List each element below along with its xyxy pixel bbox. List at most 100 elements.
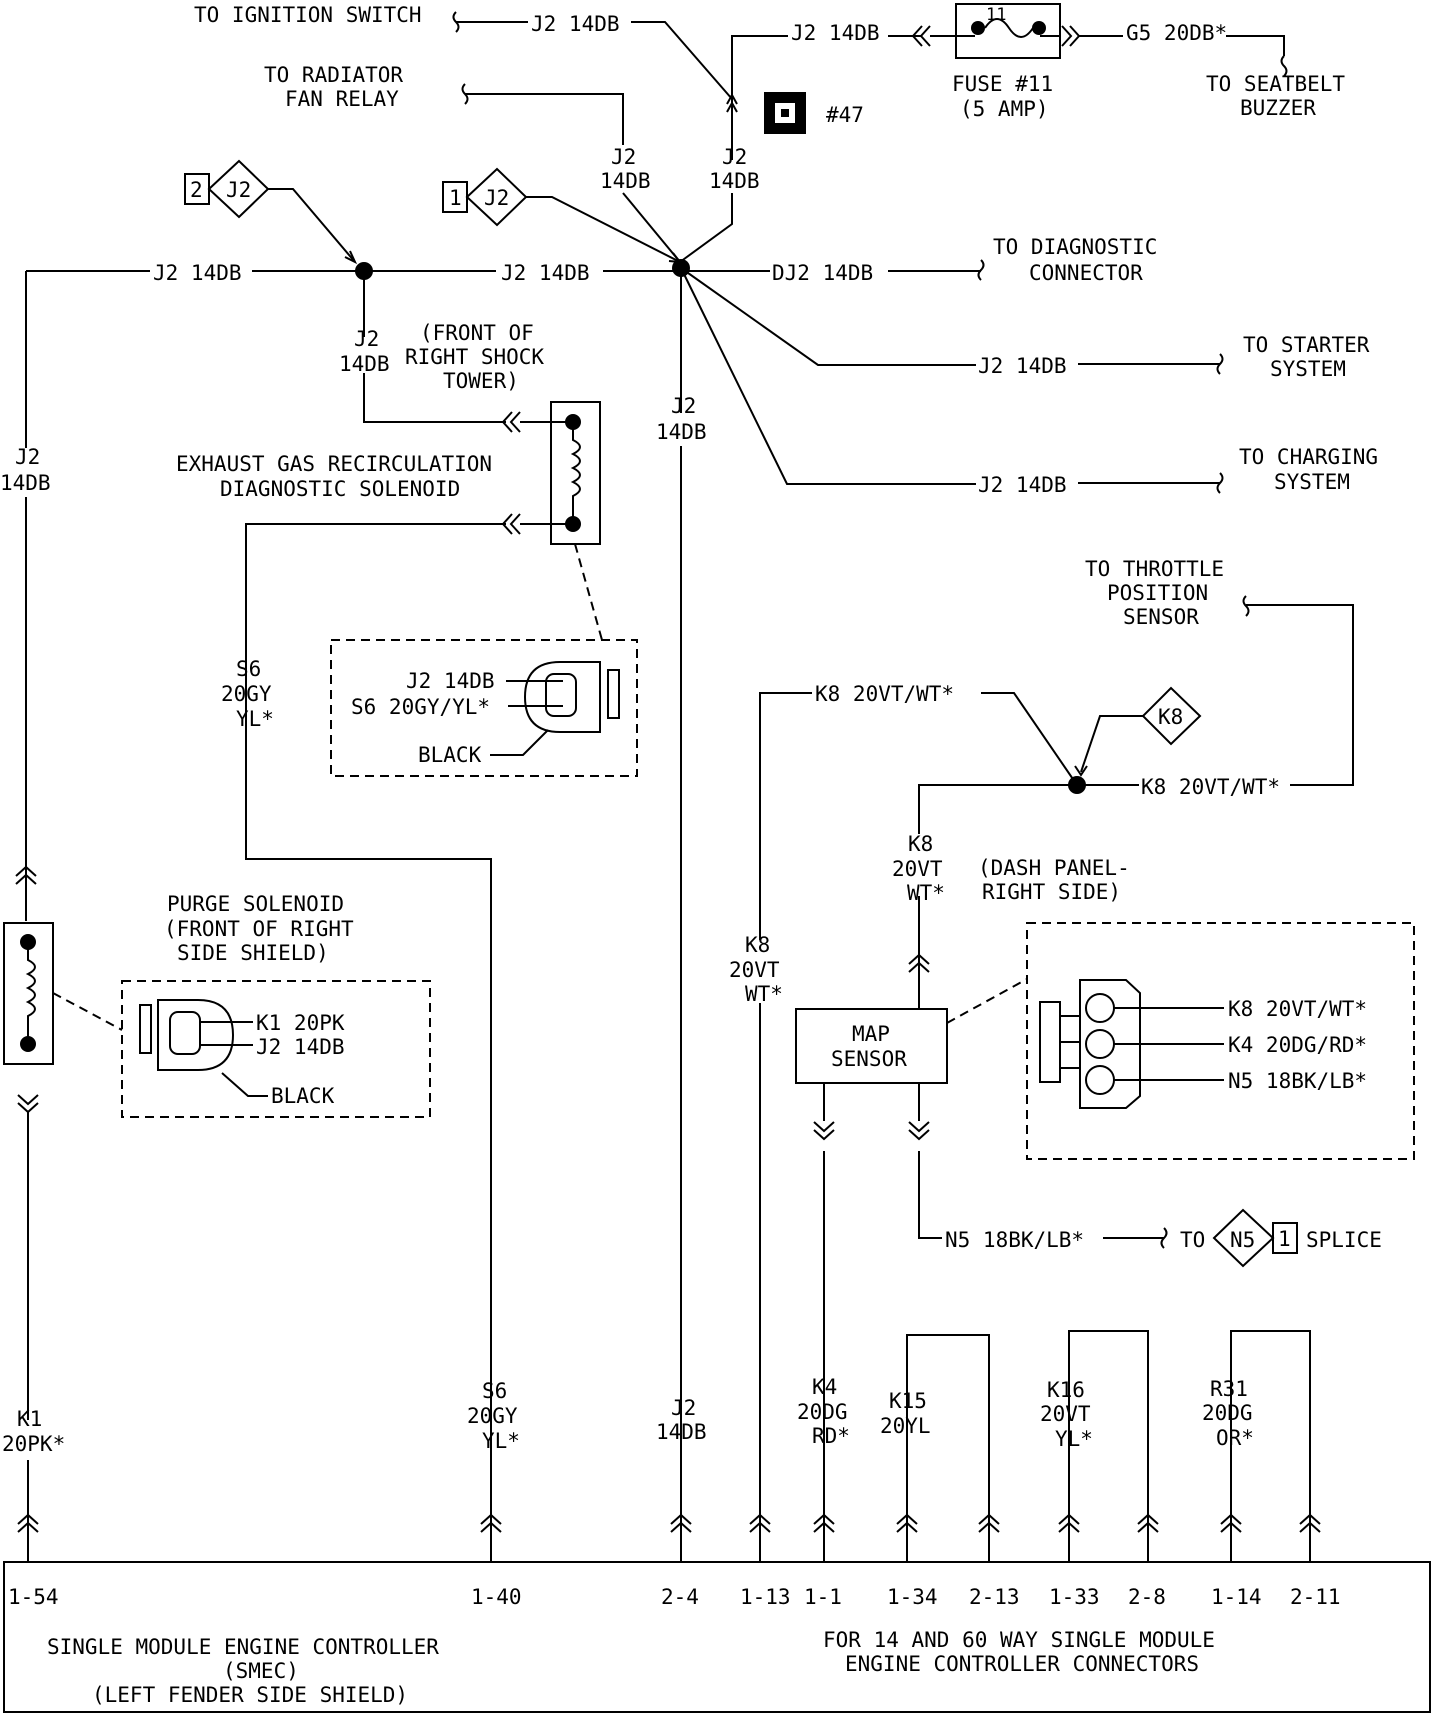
splice-k8-leader	[1080, 715, 1143, 773]
smec-note-1: FOR 14 AND 60 WAY SINGLE MODULE	[823, 1628, 1215, 1652]
wire-label-k8-left-c: WT*	[745, 982, 783, 1006]
map-connector-top-icon	[908, 953, 930, 973]
egr-location-3: TOWER)	[443, 369, 519, 393]
splice-to-label: TO	[1180, 1228, 1205, 1252]
purge-connector-detail-box	[121, 980, 431, 1118]
seatbelt-break	[1280, 55, 1288, 77]
wire-label-j2-rad-a: J2	[611, 145, 636, 169]
smec-terminal-connector-icon	[896, 1513, 918, 1562]
map-connector-detail-box	[1026, 922, 1415, 1160]
purge-connector-bottom-icon	[17, 1094, 39, 1114]
wire-label-k1-b: 20PK*	[2, 1432, 65, 1456]
smec-terminal-connector-icon	[17, 1513, 39, 1562]
wire-label-k15-a: K15	[889, 1389, 927, 1413]
wire-label-s6-a: S6	[236, 657, 261, 681]
splice-word-label: SPLICE	[1306, 1228, 1382, 1252]
fuse-rating: (5 AMP)	[960, 97, 1049, 121]
wire-j2-fuse-feed	[731, 35, 788, 160]
splice-j2-2-arrow	[344, 250, 358, 265]
purge-connector-cavity-icon	[169, 1011, 201, 1055]
wire-k8-to-smec-top	[981, 692, 1078, 786]
wire-k16-loop	[1068, 1330, 1149, 1519]
map-pin-1-icon	[1085, 993, 1115, 1023]
smec-pin-label: 1-54	[8, 1585, 59, 1609]
wire-label-k8-left-b: 20VT	[729, 958, 780, 982]
smec-pin-label: 1-33	[1049, 1585, 1100, 1609]
map-pin-k8: K8 20VT/WT*	[1228, 997, 1367, 1021]
fuse-out-connector-icon	[1061, 25, 1081, 47]
egr-solenoid-section: J2 14DB (FRONT OF RIGHT SHOCK TOWER) EXH…	[176, 271, 638, 1519]
wire-j2-radiator	[461, 83, 624, 145]
smec-title-1: SINGLE MODULE ENGINE CONTROLLER	[47, 1635, 439, 1659]
wire-label-k8-left-a: K8	[745, 933, 770, 957]
splice-n5-id: N5	[1230, 1228, 1255, 1252]
egr-coil-icon	[520, 421, 581, 525]
inline-connector-icon	[726, 92, 738, 113]
wire-label-k8-map-c: WT*	[907, 881, 945, 905]
egr-label-2: DIAGNOSTIC SOLENOID	[220, 477, 460, 501]
smec-pin-label: 1-1	[804, 1585, 842, 1609]
smec-module-box	[3, 1561, 1431, 1713]
purge-pin-leaders	[200, 1021, 253, 1046]
egr-connector-shell-icon	[523, 661, 601, 733]
egr-label-1: EXHAUST GAS RECIRCULATION	[176, 452, 492, 476]
map-sensor-label-2: SENSOR	[831, 1047, 907, 1071]
purge-terminal-top	[20, 934, 36, 950]
smec-terminal-connector-icon	[1137, 1513, 1159, 1562]
wire-r31-loop	[1230, 1330, 1311, 1519]
egr-detail-leader	[574, 543, 603, 641]
wire-n5	[918, 1083, 942, 1239]
fuse-in-connector-icon	[911, 25, 931, 47]
smec-terminal-connector-icon	[749, 1513, 771, 1562]
map-pin-leaders	[1114, 1007, 1224, 1081]
smec-pin-label: 1-13	[740, 1585, 791, 1609]
to-starter-label: TO STARTER	[1243, 333, 1370, 357]
map-pin-3-icon	[1085, 1065, 1115, 1095]
smec-pin-label: 1-34	[887, 1585, 938, 1609]
map-connector-ribs-icon	[1060, 1015, 1080, 1069]
wire-label-k4-c: RD*	[812, 1424, 850, 1448]
smec-pin-label: 2-11	[1290, 1585, 1341, 1609]
wire-j2-ignition	[631, 21, 733, 100]
splice-j2-1-num: 1	[449, 186, 462, 210]
map-sensor-section: TO THROTTLE POSITION SENSOR K8 20VT/WT* …	[729, 557, 1415, 1519]
jumper-section: K15 20YL K16 20VT YL* R31 20DG OR*	[880, 1330, 1311, 1519]
wire-label-j2-starter: J2 14DB	[978, 354, 1067, 378]
charging-system-label: SYSTEM	[1274, 470, 1350, 494]
wire-label-j2-smec-a: J2	[671, 1396, 696, 1420]
fuse-label: FUSE #11	[952, 72, 1053, 96]
map-pin-n5: N5 18BK/LB*	[1228, 1069, 1367, 1093]
wire-label-k8-top: K8 20VT/WT*	[815, 682, 954, 706]
wire-label-j2-fuse-a: J2	[722, 145, 747, 169]
egr-pin-s6: S6 20GY/YL*	[351, 695, 490, 719]
purge-solenoid-section: J2 14DB K1 20PK* PURGE SOLENOID (FRONT O…	[0, 271, 431, 1519]
wire-label-k8-throttle: K8 20VT/WT*	[1141, 775, 1280, 799]
to-charging-label: TO CHARGING	[1239, 445, 1378, 469]
wire-label-j2-bus-left: J2 14DB	[153, 261, 242, 285]
smec-terminal-connector-icon	[1299, 1513, 1321, 1562]
wire-label-s6-c: YL*	[236, 707, 274, 731]
wire-label-k8-map-b: 20VT	[892, 857, 943, 881]
wire-k8-to-smec	[759, 692, 812, 1519]
splice-j2-1-id: J2	[484, 186, 509, 210]
map-sensor-label-1: MAP	[852, 1022, 890, 1046]
to-seatbelt-label: TO SEATBELT	[1206, 72, 1345, 96]
egr-terminal-bottom	[565, 516, 581, 532]
to-diagnostic-label: TO DIAGNOSTIC	[993, 235, 1157, 259]
smec-pin-label: 1-14	[1211, 1585, 1262, 1609]
egr-color-leader	[490, 729, 549, 756]
smec-terminal-connector-icon	[813, 1513, 835, 1562]
diag-break	[977, 259, 985, 281]
starter-break	[1216, 353, 1224, 375]
wire-label-k4-a: K4	[812, 1375, 837, 1399]
wire-label-r31-b: 20DG	[1202, 1401, 1253, 1425]
egr-terminal-top	[565, 414, 581, 430]
wire-label-j2-fuse: J2 14DB	[791, 21, 880, 45]
wire-label-k15-b: 20YL	[880, 1414, 931, 1438]
wire-label-k4-b: 20DG	[797, 1400, 848, 1424]
smec-title-2: (SMEC)	[223, 1659, 299, 1683]
wire-j2-egr	[363, 271, 506, 423]
wire-label-j2-left-b: 14DB	[0, 471, 51, 495]
connector-47-label: #47	[826, 103, 864, 127]
